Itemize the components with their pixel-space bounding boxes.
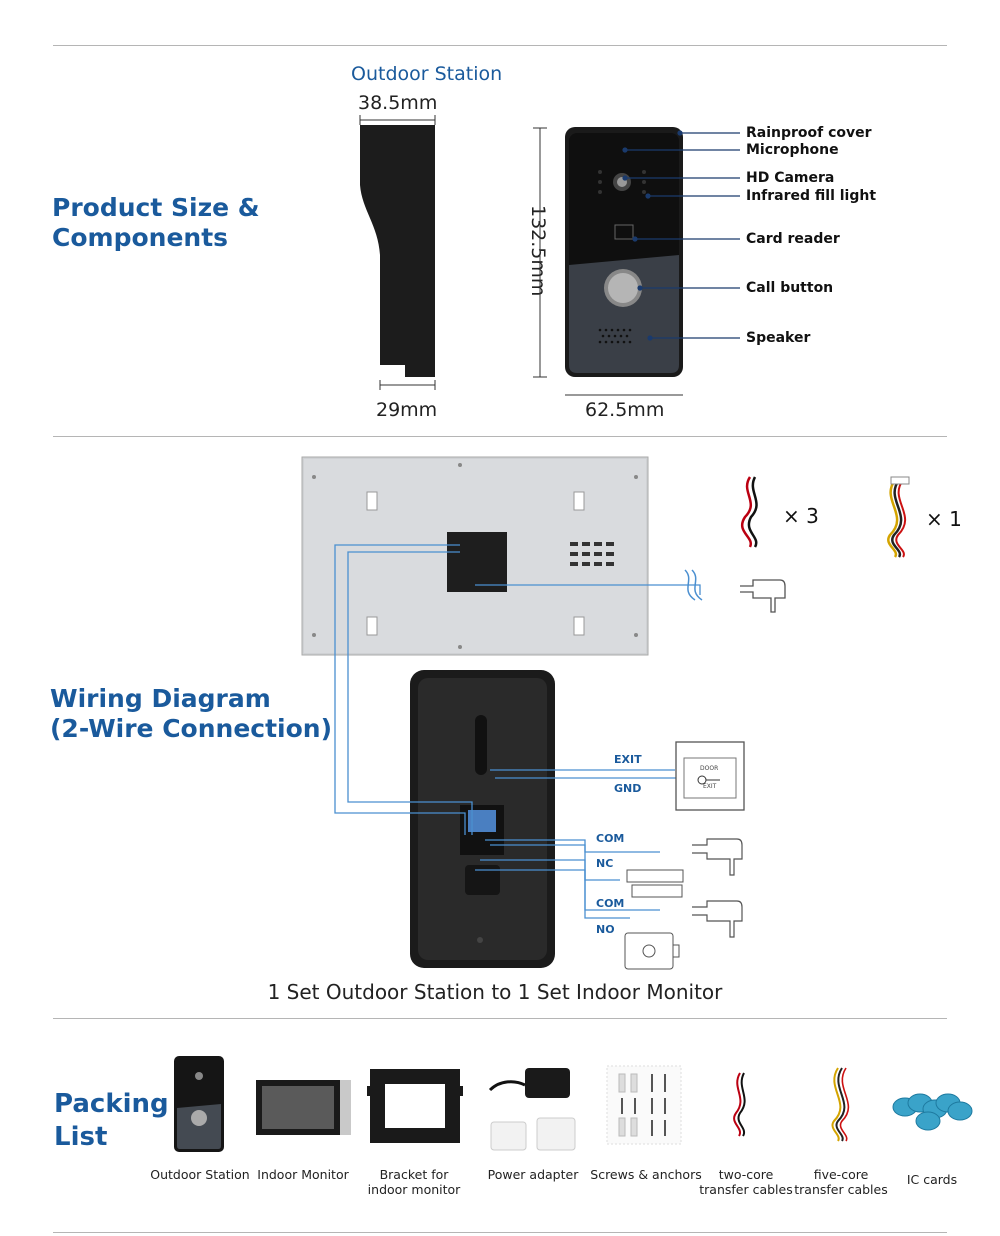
heading-line: List — [54, 1122, 108, 1152]
wiring-caption: 1 Set Outdoor Station to 1 Set Indoor Mo… — [267, 980, 723, 1004]
pack-label-screws: Screws & anchors — [588, 1167, 704, 1182]
outdoor-station-title: Outdoor Station — [351, 63, 503, 85]
five-core-cable-icon — [887, 476, 910, 558]
callout-lines — [622, 130, 740, 341]
pack-label-line: Indoor Monitor — [257, 1167, 349, 1182]
label-com-2: COM — [596, 897, 625, 910]
heading-line: (2-Wire Connection) — [50, 714, 333, 743]
label-no: NO — [596, 923, 615, 936]
lock-devices — [624, 838, 743, 970]
outdoor-station-back — [410, 670, 555, 968]
pack-power-adapter-image — [488, 1068, 576, 1151]
dimension-width: 62.5mm — [585, 399, 665, 421]
callout-call-button: Call button — [746, 280, 834, 296]
divider-bottom — [53, 1232, 947, 1233]
heading-line: Product Size & — [52, 193, 260, 222]
dimension-depth-top: 38.5mm — [358, 92, 438, 114]
callout-infrared-fill-light: Infrared fill light — [746, 188, 877, 204]
pack-label-line: indoor monitor — [367, 1182, 461, 1197]
door-label: DOOR — [700, 765, 719, 772]
pack-label-line: transfer cables — [699, 1182, 793, 1197]
outdoor-station-side-view — [359, 115, 436, 390]
pack-outdoor-station-image — [174, 1056, 224, 1152]
callout-microphone: Microphone — [746, 142, 839, 158]
pack-label-line: transfer cables — [794, 1182, 888, 1197]
pack-label-power-adapter: Power adapter — [478, 1167, 588, 1182]
pack-screws-image — [606, 1065, 682, 1145]
heading-line: Packing — [54, 1089, 169, 1119]
pack-label-line: Screws & anchors — [590, 1167, 702, 1182]
pack-label-line: two-core — [718, 1167, 774, 1182]
pack-label-indoor-monitor: Indoor Monitor — [250, 1167, 356, 1182]
callout-hd-camera: HD Camera — [746, 170, 835, 186]
section-heading-packing: Packing List — [54, 1088, 169, 1154]
speaker-grille — [598, 328, 632, 344]
pack-ic-cards-image — [892, 1093, 973, 1131]
pack-label-five-core: five-core transfer cables — [792, 1167, 890, 1197]
label-gnd: GND — [614, 782, 642, 795]
indoor-monitor-back — [301, 456, 649, 656]
pack-bracket-image — [367, 1069, 463, 1143]
pack-label-line: IC cards — [906, 1172, 958, 1187]
heading-line: Components — [52, 223, 229, 252]
label-com-1: COM — [596, 832, 625, 845]
pack-label-line: Outdoor Station — [150, 1167, 250, 1182]
divider-top — [53, 45, 947, 46]
section-heading-size: Product Size & Components — [52, 193, 260, 253]
pack-label-line: five-core — [813, 1167, 869, 1182]
pack-two-core-cable-image — [733, 1072, 746, 1137]
callout-card-reader: Card reader — [746, 231, 840, 247]
pack-label-line: Power adapter — [487, 1167, 579, 1182]
section-heading-wiring: Wiring Diagram (2-Wire Connection) — [50, 684, 332, 744]
divider-2 — [53, 1018, 947, 1019]
pack-label-bracket: Bracket for indoor monitor — [360, 1167, 468, 1197]
outdoor-station-front-view — [533, 127, 683, 396]
dimension-depth-bottom: 29mm — [376, 399, 438, 421]
pack-five-core-cable-image — [831, 1067, 850, 1142]
divider-1 — [53, 436, 947, 437]
five-core-quantity: × 1 — [926, 507, 962, 531]
heading-line: Wiring Diagram — [50, 684, 271, 713]
pack-indoor-monitor-image — [256, 1080, 351, 1135]
two-core-cable-icon — [741, 476, 758, 548]
label-nc: NC — [596, 857, 614, 870]
label-exit: EXIT — [614, 753, 642, 766]
door-exit-label: EXIT — [703, 783, 717, 790]
power-adapter-icon — [740, 579, 786, 613]
pack-label-outdoor-station: Outdoor Station — [145, 1167, 255, 1182]
wiring-lines — [334, 544, 703, 919]
door-exit-button — [675, 741, 745, 811]
pack-label-ic-cards: IC cards — [892, 1172, 972, 1187]
two-core-quantity: × 3 — [783, 504, 819, 528]
callout-speaker: Speaker — [746, 330, 811, 346]
pack-label-line: Bracket for — [379, 1167, 449, 1182]
callout-rainproof-cover: Rainproof cover — [746, 125, 872, 141]
pack-label-two-core: two-core transfer cables — [696, 1167, 796, 1197]
